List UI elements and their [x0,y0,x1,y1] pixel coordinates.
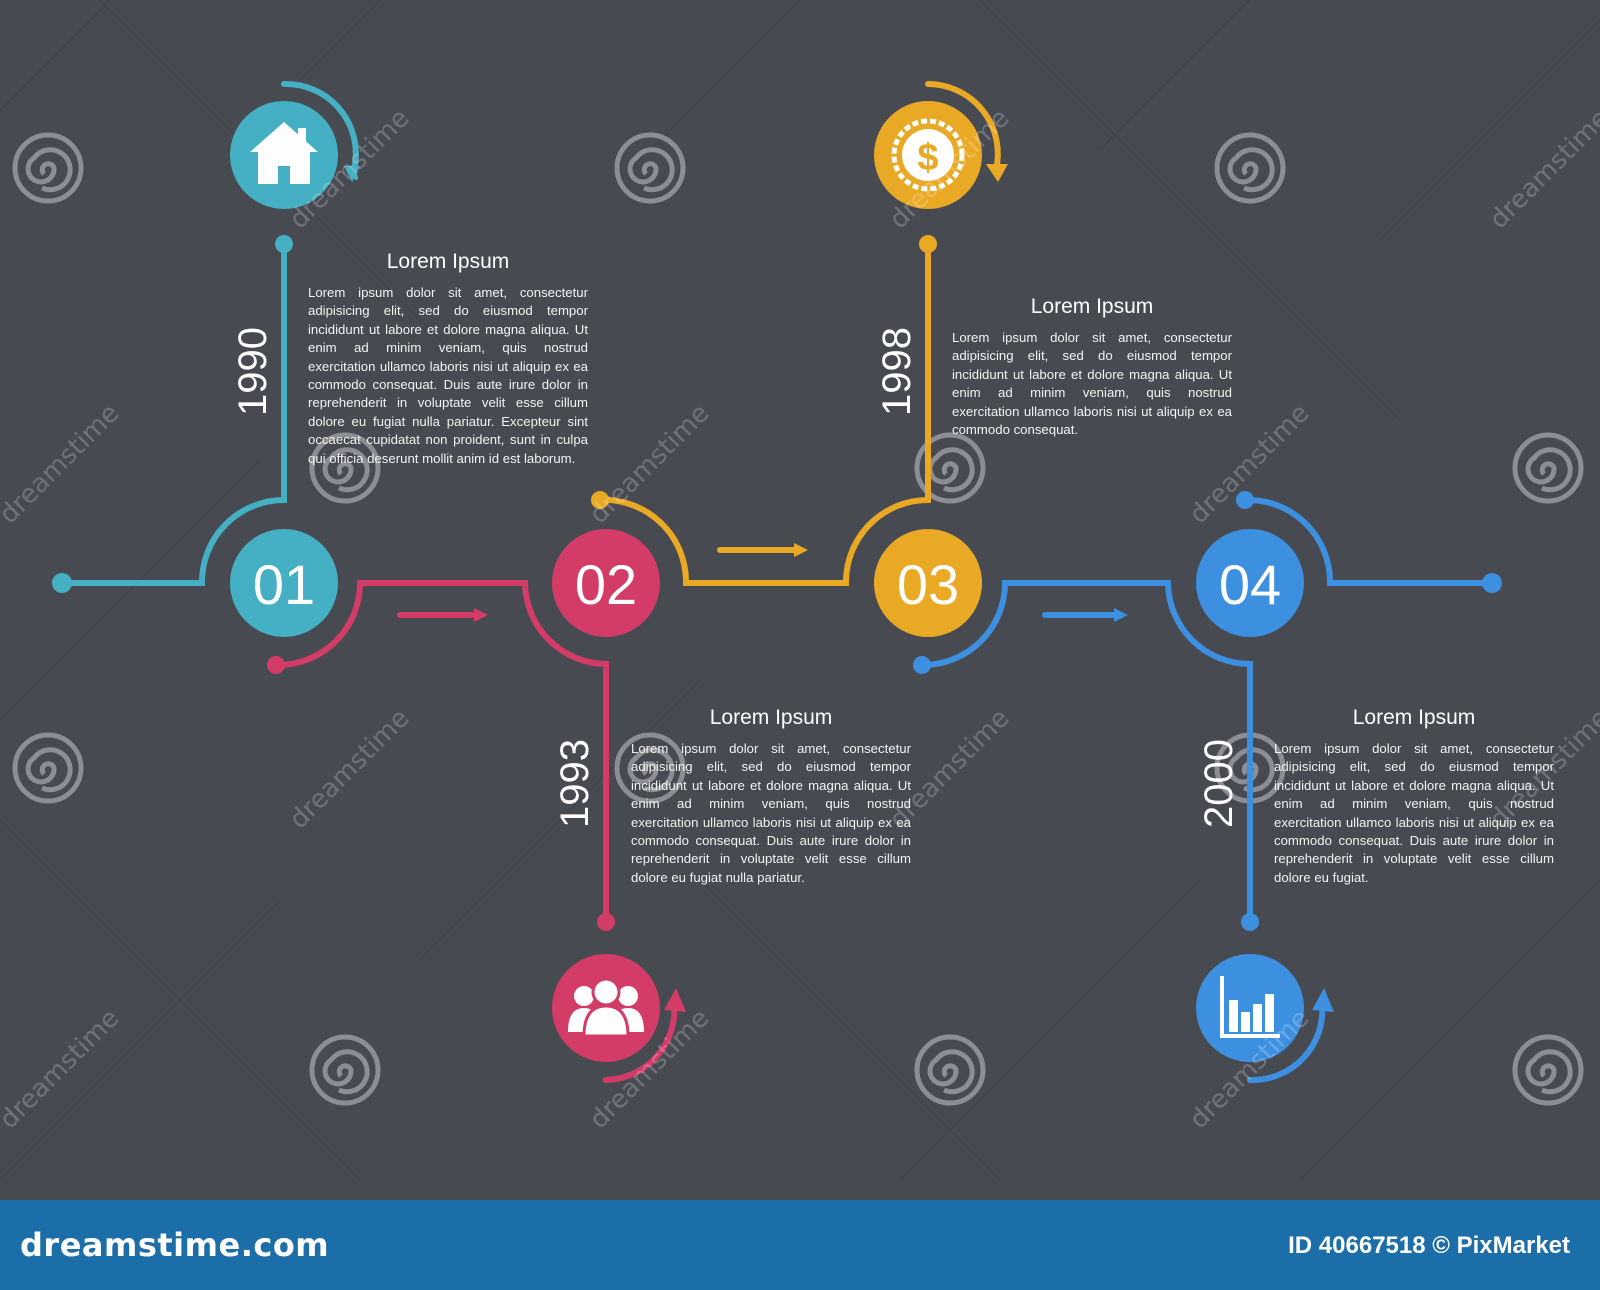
step-number-1: 01 [253,553,315,616]
footer-bar: dreamstime.com ID 40667518 © PixMarket [0,1200,1600,1290]
svg-text:$: $ [917,137,938,179]
svg-text:dreamstime: dreamstime [0,1003,125,1135]
dollar-coin-icon: $ [874,101,982,209]
text-block-step-1: Lorem Ipsum Lorem ipsum dolor sit amet, … [308,250,588,468]
svg-text:dreamstime: dreamstime [1484,103,1600,235]
step-number-3: 03 [897,553,959,616]
year-step-1: 1990 [231,327,275,416]
connector-step-3 [597,81,1001,586]
svg-text:dreamstime: dreamstime [0,398,125,530]
text-block-step-4: Lorem Ipsum Lorem ipsum dolor sit amet, … [1274,706,1554,887]
step-number-2: 02 [575,553,637,616]
text-block-step-2: Lorem Ipsum Lorem ipsum dolor sit amet, … [631,706,911,887]
step-number-4: 04 [1219,553,1281,616]
text-block-step-3: Lorem Ipsum Lorem ipsum dolor sit amet, … [952,295,1232,439]
bar-chart-icon [1196,954,1304,1062]
body-step-3: Lorem ipsum dolor sit amet, consectetur … [952,330,1232,438]
people-group-icon [552,954,660,1062]
heading-step-4: Lorem Ipsum [1352,706,1476,729]
connector-step-2 [273,580,678,1083]
heading-step-3: Lorem Ipsum [1030,295,1154,318]
step-badge-2: 02 [552,529,660,637]
footer-brand: dreamstime.com [20,1226,330,1264]
svg-text:dreamstime: dreamstime [284,703,416,835]
footer-photo-id: ID 40667518 © PixMarket [1288,1232,1570,1259]
year-step-4: 2000 [1197,739,1241,828]
step-badge-3: 03 [874,529,982,637]
background-texture [0,0,1600,1180]
house-icon [230,101,338,209]
body-step-2: Lorem ipsum dolor sit amet, consectetur … [631,741,911,885]
connector-step-4 [919,496,1495,1084]
timeline-graphic: 01 02 03 04 $ 19 [0,0,1600,1180]
timeline-infographic: 01 02 03 04 $ 19 [0,0,1600,1180]
heading-step-1: Lorem Ipsum [386,250,510,273]
body-step-1: Lorem ipsum dolor sit amet, consectetur … [308,285,588,466]
body-step-4: Lorem ipsum dolor sit amet, consectetur … [1274,741,1554,885]
step-badge-4: 04 [1196,529,1304,637]
year-step-3: 1998 [875,327,919,416]
step-badge-1: 01 [230,529,338,637]
heading-step-2: Lorem Ipsum [709,706,833,729]
year-step-2: 1993 [553,739,597,828]
